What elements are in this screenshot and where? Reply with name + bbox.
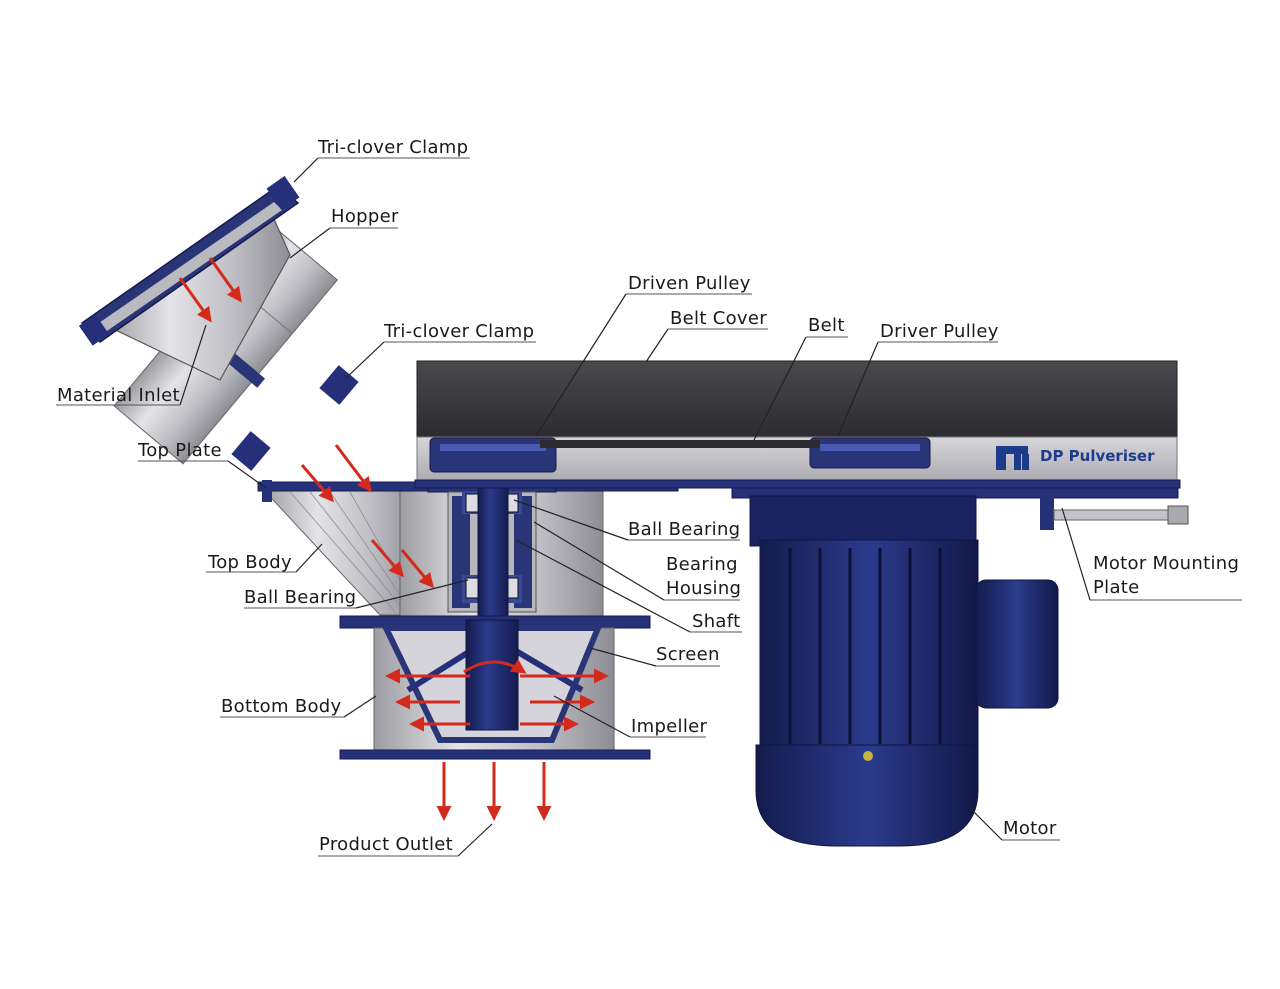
label-bearing-housing-line1: Bearing [666,554,738,575]
label-material-inlet: Material Inlet [57,385,180,406]
brand-logo-icon [996,446,1029,470]
label-shaft: Shaft [692,611,740,632]
belt-cover: DP Pulveriser [414,360,1181,489]
label-bearing-housing-line2: Housing [666,578,741,599]
label-motor-mounting-plate-line1: Motor Mounting [1093,553,1239,574]
label-ball-bearing-right: Ball Bearing [628,519,740,540]
label-driver-pulley: Driver Pulley [880,321,999,342]
label-motor: Motor [1003,818,1057,839]
label-product-outlet: Product Outlet [319,834,453,855]
label-top-body: Top Body [207,552,292,573]
callout-leaders [56,157,1242,857]
part-labels: Tri-clover Clamp Hopper Tri-clover Clamp… [57,137,1239,855]
motor [731,487,1189,847]
label-tri-clover-clamp-mid: Tri-clover Clamp [383,321,534,342]
label-hopper: Hopper [331,206,399,227]
material-flow-arrows [178,257,609,821]
bottom-body [339,615,651,760]
brand-name: DP Pulveriser [1040,447,1155,465]
label-impeller: Impeller [631,716,708,737]
label-top-plate: Top Plate [137,440,222,461]
label-belt: Belt [808,315,845,336]
label-motor-mounting-plate-line2: Plate [1093,577,1140,598]
label-belt-cover: Belt Cover [670,308,767,329]
label-tri-clover-clamp-top: Tri-clover Clamp [317,137,468,158]
label-driven-pulley: Driven Pulley [628,273,751,294]
label-screen: Screen [656,644,720,665]
hopper-assembly [78,176,359,471]
label-ball-bearing-left: Ball Bearing [244,587,356,608]
label-bottom-body: Bottom Body [221,696,342,717]
